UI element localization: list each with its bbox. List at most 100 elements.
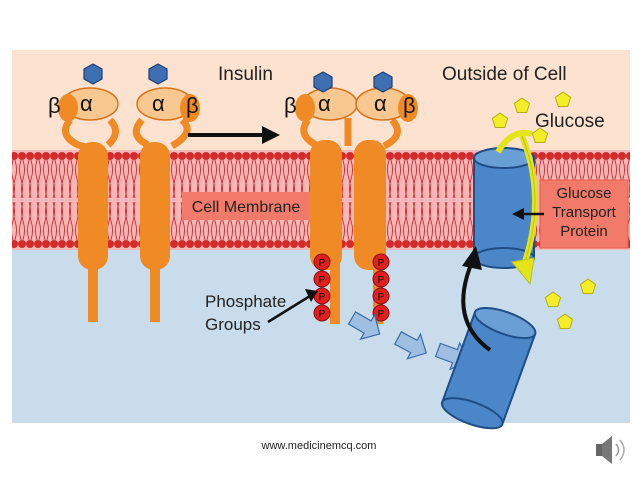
lipid-head [586, 152, 594, 160]
lipid-head [194, 240, 202, 248]
lipid-head [458, 152, 466, 160]
glucose-molecule-icon [554, 91, 572, 107]
lipid-tail [427, 201, 433, 241]
glucose-transport-protein [473, 147, 535, 269]
speaker-icon[interactable] [596, 436, 625, 464]
lipid-head [242, 152, 250, 160]
lipid-head [250, 152, 258, 160]
lipid-head [394, 240, 402, 248]
svg-text:P: P [319, 292, 326, 303]
lipid-tail [27, 159, 33, 199]
lipid-head [434, 152, 442, 160]
lipid-head [218, 152, 226, 160]
lipid-tail [43, 159, 49, 199]
lipid-head [18, 240, 26, 248]
lipid-head [466, 240, 474, 248]
glucose-molecule-icon [579, 278, 597, 294]
svg-text:P: P [378, 292, 385, 303]
lipid-head [50, 240, 58, 248]
glucose-transport-protein-label: Glucose [556, 185, 611, 202]
lipid-head [66, 240, 74, 248]
lipid-head [418, 152, 426, 160]
lipid-tail [67, 201, 73, 241]
signaling-cascade-arrows [347, 311, 469, 371]
lipid-tail [443, 201, 449, 241]
cell-membrane-label: Cell Membrane [192, 199, 301, 216]
lipid-tail [387, 201, 393, 241]
lipid-tail [427, 159, 433, 199]
lipid-tail [51, 201, 57, 241]
insulin-label: Insulin [218, 64, 273, 85]
lipid-head [218, 240, 226, 248]
svg-text:P: P [378, 258, 385, 269]
lipid-tail [403, 159, 409, 199]
lipid-head [562, 152, 570, 160]
lipid-head [194, 152, 202, 160]
lipid-head [66, 152, 74, 160]
lipid-head [298, 240, 306, 248]
lipid-head [226, 152, 234, 160]
lipid-tail [171, 201, 177, 241]
lipid-tail [451, 159, 457, 199]
lipid-head [170, 240, 178, 248]
lipid-head [18, 152, 26, 160]
lipid-head [434, 240, 442, 248]
signal-arrow-icon [347, 311, 381, 341]
lipid-head [186, 152, 194, 160]
lipid-head [210, 240, 218, 248]
lipid-head [442, 240, 450, 248]
lipid-head [34, 240, 42, 248]
lipid-head [426, 240, 434, 248]
alpha-subunit-label: α [152, 91, 165, 116]
lipid-head [250, 240, 258, 248]
lipid-head [42, 152, 50, 160]
lipid-tail [35, 159, 41, 199]
lipid-tail [12, 201, 17, 241]
lipid-head [258, 152, 266, 160]
lipid-head [426, 152, 434, 160]
lipid-head [394, 152, 402, 160]
glucose-molecule-icon [556, 313, 574, 329]
lipid-tail [115, 201, 121, 241]
lipid-head [418, 240, 426, 248]
lipid-tail [35, 201, 41, 241]
pointer-arrow-icon [267, 289, 318, 324]
phosphate-groups-label: Phosphate [205, 292, 286, 311]
lipid-tail [467, 201, 473, 241]
phosphate-group: P [313, 253, 331, 271]
lipid-tail [451, 201, 457, 241]
lipid-tail [411, 159, 417, 199]
binding-arrow-icon [188, 126, 280, 144]
svg-text:P: P [319, 309, 326, 320]
lipid-head [410, 152, 418, 160]
alpha-subunit-label: α [80, 91, 93, 116]
cytoplasmic-transport-protein [440, 306, 537, 430]
lipid-head [402, 152, 410, 160]
lipid-head [42, 240, 50, 248]
lipid-head [258, 240, 266, 248]
phosphate-group: P [372, 253, 390, 271]
lipid-tail [459, 201, 465, 241]
phosphate-group: P [372, 270, 390, 288]
lipid-head [386, 240, 394, 248]
lipid-head [290, 152, 298, 160]
glucose-transport-protein-label: Protein [560, 223, 608, 240]
lipid-head [12, 152, 18, 160]
lipid-tail [435, 159, 441, 199]
lipid-tail [347, 159, 353, 199]
lipid-head [282, 152, 290, 160]
lipid-head [290, 240, 298, 248]
lipid-head [178, 152, 186, 160]
lipid-tail [403, 201, 409, 241]
lipid-tail [27, 201, 33, 241]
lipid-head [26, 152, 34, 160]
lipid-tail [443, 159, 449, 199]
lipid-head [12, 240, 18, 248]
svg-text:P: P [319, 275, 326, 286]
lipid-head [602, 152, 610, 160]
lipid-tail [387, 159, 393, 199]
lipid-tail [435, 201, 441, 241]
lipid-head [170, 152, 178, 160]
beta-subunit-label: β [48, 93, 61, 118]
